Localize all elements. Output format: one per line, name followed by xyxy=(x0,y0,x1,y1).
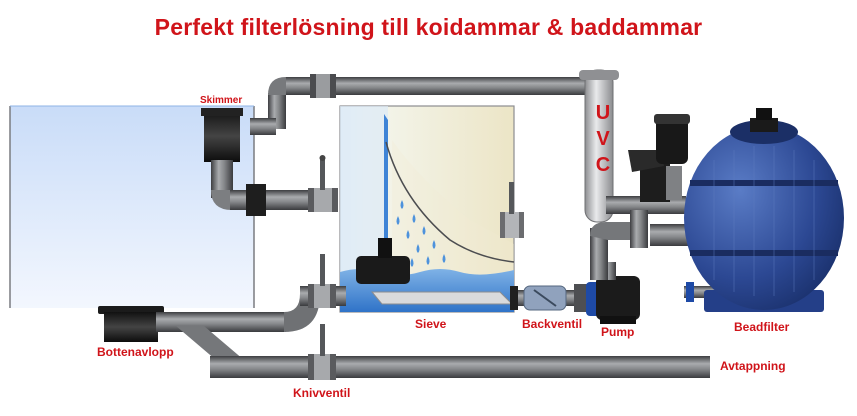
skimmer xyxy=(201,108,330,216)
label-bottenavlopp: Bottenavlopp xyxy=(97,345,174,359)
label-sieve: Sieve xyxy=(415,317,447,331)
knife-valves xyxy=(308,254,336,380)
skimmer-valve xyxy=(308,155,338,212)
sieve-to-pump-pipe xyxy=(510,284,594,312)
label-skimmer: Skimmer xyxy=(200,95,243,106)
label-pump: Pump xyxy=(601,325,635,339)
label-uvc: UVC xyxy=(592,102,614,180)
beadfilter xyxy=(684,108,844,312)
label-beadfilter: Beadfilter xyxy=(734,320,790,334)
uvc-unit xyxy=(579,69,619,223)
label-backventil: Backventil xyxy=(522,317,583,331)
label-avtappning: Avtappning xyxy=(720,359,786,373)
sieve xyxy=(339,105,524,313)
diagram-title: Perfekt filterlösning till koidammar & b… xyxy=(154,14,703,40)
return-pipe-top xyxy=(250,74,591,135)
label-knivventil: Knivventil xyxy=(293,386,351,400)
filter-connections xyxy=(590,114,714,302)
